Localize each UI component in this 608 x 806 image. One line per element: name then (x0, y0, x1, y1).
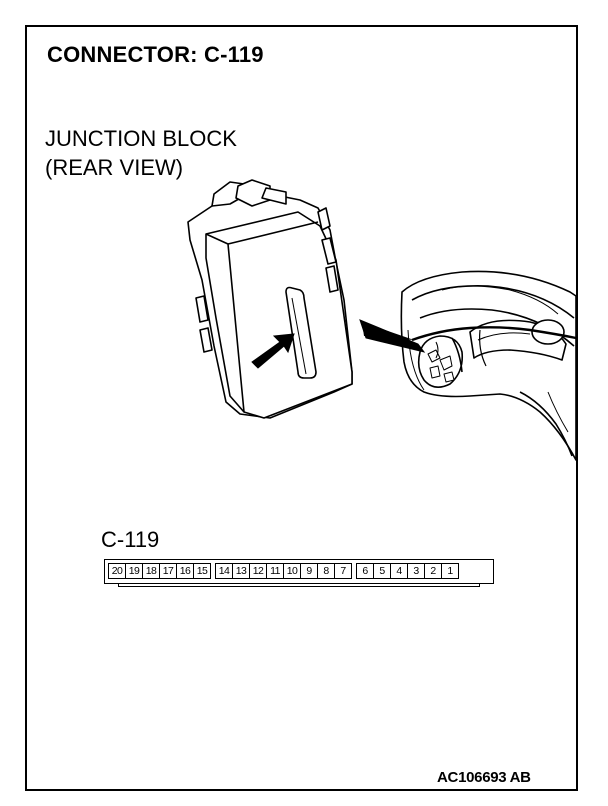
pin-17: 17 (159, 563, 177, 579)
pin-18: 18 (142, 563, 160, 579)
pin-13: 13 (232, 563, 250, 579)
pin-19: 19 (125, 563, 143, 579)
connector-lip (118, 583, 480, 587)
pin-16: 16 (176, 563, 194, 579)
pin-2: 2 (424, 563, 442, 579)
figure-id: AC106693 AB (437, 769, 531, 786)
connector-housing (104, 559, 494, 584)
pin-7: 7 (334, 563, 352, 579)
pin-11: 11 (266, 563, 284, 579)
pin-8: 8 (317, 563, 335, 579)
pin-6: 6 (356, 563, 374, 579)
diagram-frame (25, 25, 578, 791)
connector-label: C-119 (101, 527, 160, 552)
page-title: CONNECTOR: C-119 (47, 42, 264, 67)
pin-14: 14 (215, 563, 233, 579)
pin-20: 20 (108, 563, 126, 579)
pin-15: 15 (193, 563, 211, 579)
pin-1: 1 (441, 563, 459, 579)
view-note: (REAR VIEW) (45, 155, 184, 180)
dashboard-outline (400, 270, 577, 461)
top-tab-right (235, 179, 271, 207)
pin-4: 4 (390, 563, 408, 579)
pin-12: 12 (249, 563, 267, 579)
pin-9: 9 (300, 563, 318, 579)
pin-5: 5 (373, 563, 391, 579)
component-label: JUNCTION BLOCK (REAR VIEW) (45, 124, 237, 182)
pin-10: 10 (283, 563, 301, 579)
component-name: JUNCTION BLOCK (45, 126, 237, 151)
pointer-arrow (251, 333, 295, 369)
connector-slot (285, 286, 317, 379)
pin-3: 3 (407, 563, 425, 579)
